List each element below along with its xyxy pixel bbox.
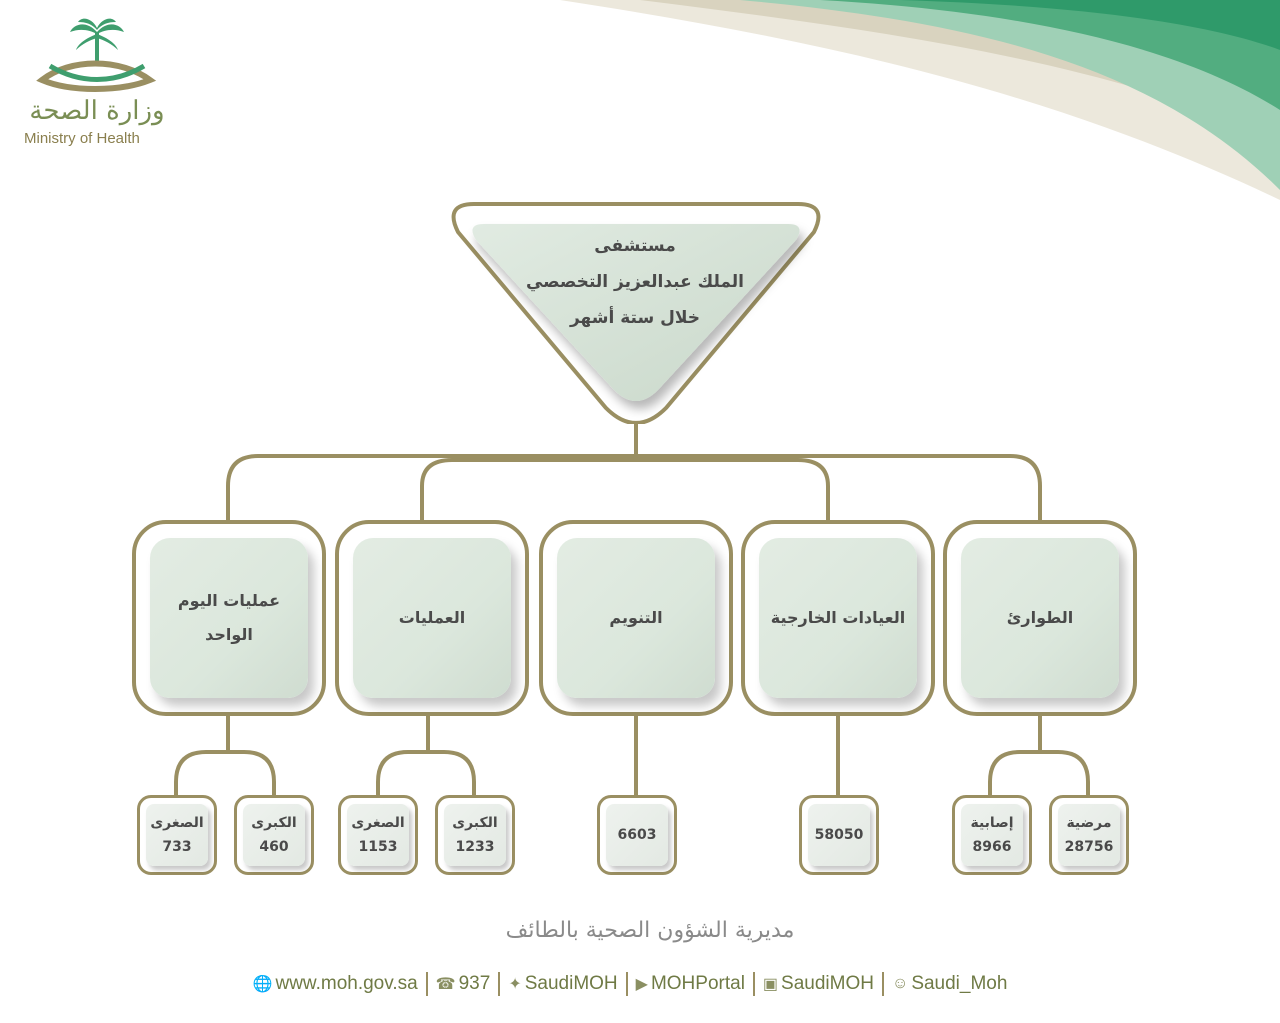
leaf-value: 28756 (1064, 839, 1114, 855)
phone-icon: ☎ (435, 976, 456, 993)
contact-snapchat[interactable]: ☺ Saudi_Moh (892, 973, 1007, 995)
divider (881, 972, 884, 996)
divider (625, 972, 628, 996)
category-label: الطوارئ (1006, 608, 1074, 627)
hospital-title: مستشفى الملك عبدالعزيز التخصصي خلال ستة … (490, 228, 780, 336)
hospital-title-frame (451, 202, 821, 424)
contact-text: www.moh.gov.sa (275, 973, 418, 994)
leaf-label: مرضية (1066, 815, 1112, 831)
leaf-box-surgeries-minor: الصغرى 1153 (338, 795, 418, 875)
leaf-value: 733 (162, 839, 192, 855)
leaf-value: 8966 (972, 839, 1012, 855)
contact-text: SaudiMOH (781, 973, 874, 994)
leaf-box-emergency-illness: مرضية 28756 (1049, 795, 1129, 875)
leaf-box-inpatient: 6603 (597, 795, 677, 875)
logo-arabic-text: وزارة الصحة (29, 96, 165, 126)
leaf-label: الصغرى (150, 815, 204, 831)
youtube-icon: ▶ (635, 976, 648, 993)
category-label: العيادات الخارجية (770, 608, 906, 627)
contact-text: SaudiMOH (524, 973, 618, 994)
leaf-box-surgeries-major: الكبرى 1233 (435, 795, 515, 875)
category-label: عمليات اليوم الواحد (177, 591, 281, 644)
title-line-2: الملك عبدالعزيز التخصصي (525, 272, 745, 292)
snapchat-icon: ☺ (891, 975, 909, 992)
leaf-value: 1153 (358, 839, 398, 855)
leaf-value: 460 (259, 839, 289, 855)
divider (752, 972, 755, 996)
contact-facebook[interactable]: ▣ SaudiMOH (763, 973, 874, 995)
logo-english-text: Ministry of Health (24, 130, 140, 147)
category-box-emergency: الطوارئ (943, 520, 1137, 716)
contact-text: Saudi_Moh (911, 973, 1008, 994)
contact-phone[interactable]: ☎ 937 (436, 973, 491, 995)
leaf-label: الكبرى (251, 815, 297, 831)
leaf-value: 1233 (455, 839, 495, 855)
directorate-name: مديرية الشؤون الصحية بالطائف (505, 918, 795, 943)
contact-website[interactable]: 🌐 www.moh.gov.sa (253, 973, 418, 995)
category-box-day-surgery: عمليات اليوم الواحد (132, 520, 326, 716)
globe-icon: 🌐 (252, 976, 273, 993)
category-box-outpatient: العيادات الخارجية (741, 520, 935, 716)
facebook-icon: ▣ (762, 976, 779, 993)
twitter-icon: ✦ (508, 976, 522, 993)
leaf-box-outpatient: 58050 (799, 795, 879, 875)
category-label: التنويم (609, 608, 663, 627)
divider (498, 972, 501, 996)
contact-twitter[interactable]: ✦ SaudiMOH (508, 973, 617, 995)
contact-bar: 🌐 www.moh.gov.sa ☎ 937 ✦ SaudiMOH ▶ MOHP… (230, 966, 1030, 1002)
contact-text: 937 (458, 973, 491, 994)
leaf-box-day-surgery-minor: الصغرى 733 (137, 795, 217, 875)
category-box-inpatient: التنويم (539, 520, 733, 716)
palm-swords-emblem-icon (36, 18, 157, 92)
category-box-surgeries: العمليات (335, 520, 529, 716)
category-label: العمليات (398, 608, 466, 627)
moh-logo: وزارة الصحة Ministry of Health (20, 18, 180, 158)
leaf-box-day-surgery-major: الكبرى 460 (234, 795, 314, 875)
leaf-label: إصابية (970, 815, 1014, 831)
contact-youtube[interactable]: ▶ MOHPortal (636, 973, 745, 995)
leaf-value: 58050 (814, 827, 864, 843)
leaf-box-emergency-injury: إصابية 8966 (952, 795, 1032, 875)
leaf-label: الكبرى (452, 815, 498, 831)
title-line-3: خلال ستة أشهر (569, 308, 701, 328)
leaf-value: 6603 (617, 827, 657, 843)
title-line-1: مستشفى (594, 236, 676, 256)
divider (425, 972, 428, 996)
leaf-label: الصغرى (351, 815, 405, 831)
contact-text: MOHPortal (650, 973, 745, 994)
